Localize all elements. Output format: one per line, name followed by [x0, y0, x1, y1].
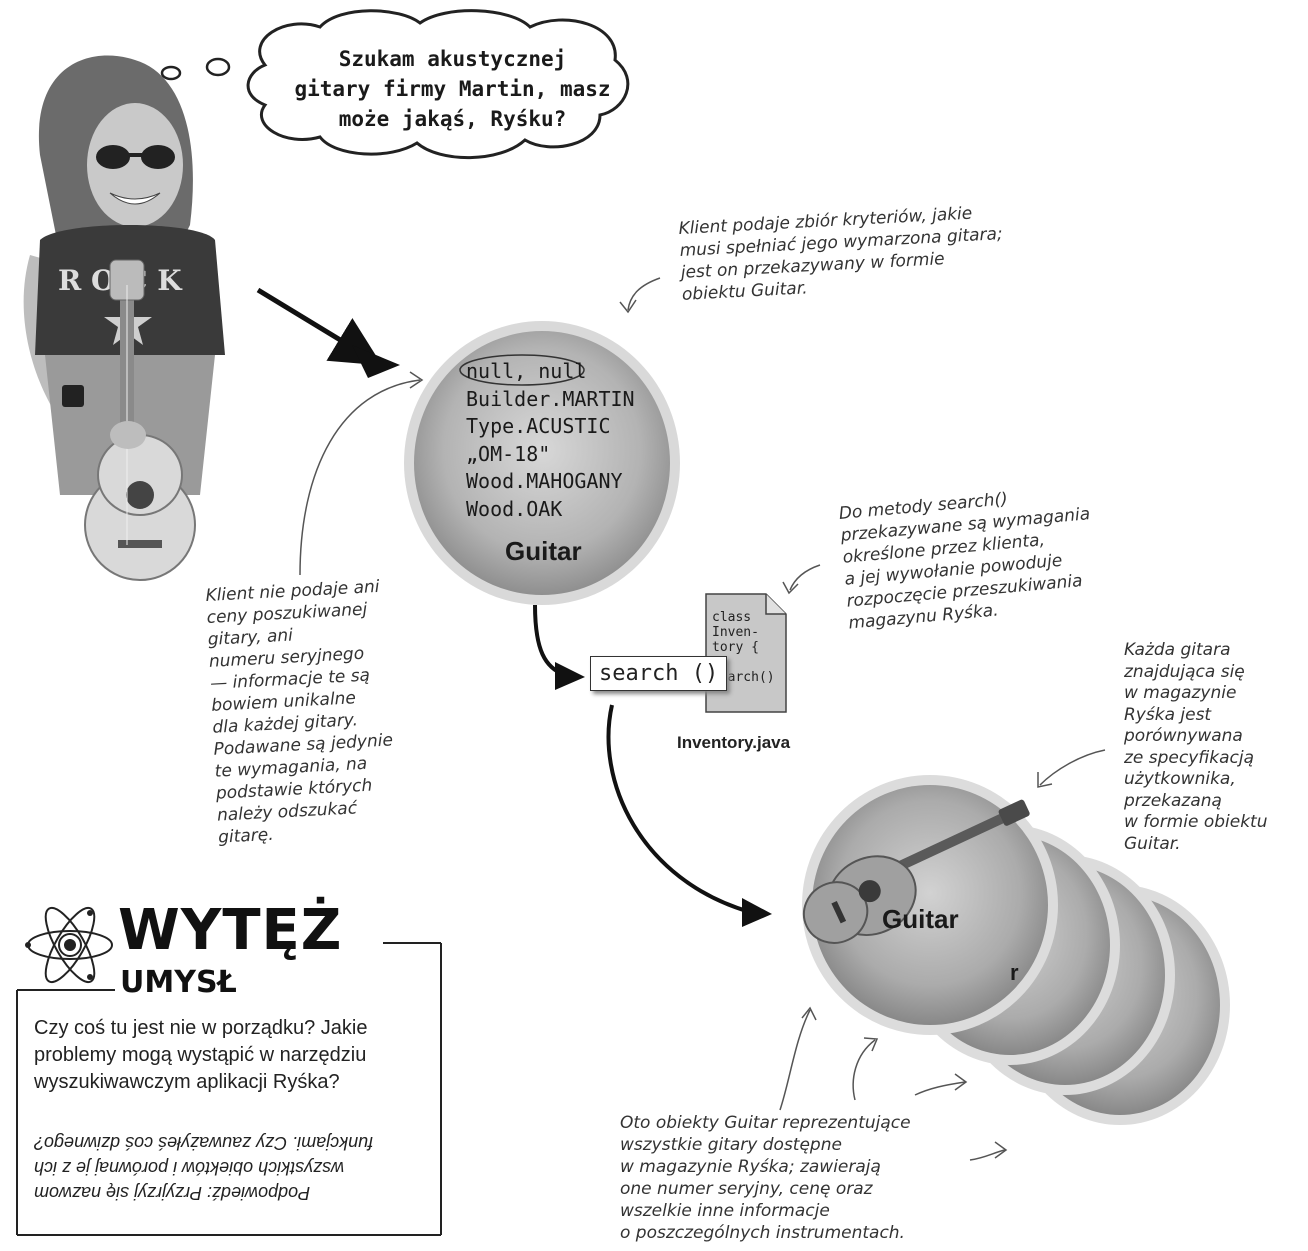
brain-power-subtitle: UMYSŁ: [120, 965, 237, 1000]
guitar-inventory-stack: [802, 775, 1230, 1125]
note-line: one numer seryjny, cenę oraz: [620, 1179, 873, 1199]
spec-line: Builder.MARTIN: [466, 386, 635, 411]
arrow-spec-to-search: [533, 604, 566, 677]
note-line: w magazynie Ryśka; zawierają: [620, 1157, 881, 1177]
girl-with-guitar-illustration: R O C K: [23, 55, 225, 581]
note-line: użytkownika,: [1124, 769, 1236, 789]
spec-line: Wood.MAHOGANY: [466, 469, 623, 493]
code-line: class: [712, 610, 752, 625]
hint-line: wszystkich obiektów i porównaj je z ich: [34, 1158, 345, 1178]
note-line: wszystkie gitary dostępne: [620, 1135, 842, 1155]
hint-line: funkcjami. Czy zauważyłeś coś dziwnego?: [34, 1133, 374, 1153]
note-inventory-objects: Oto obiekty Guitar reprezentujące wszyst…: [620, 1112, 911, 1244]
question-line: problemy mogą wystąpić w narzędziu: [34, 1044, 367, 1066]
spec-line: „OM-18": [466, 441, 551, 466]
note-search-method: Do metody search() przekazywane są wymag…: [838, 481, 1099, 634]
thought-bubble-shape: [160, 9, 630, 160]
inventory-file-label: Inventory.java: [677, 733, 791, 752]
note-line: wszelkie inne informacje: [620, 1201, 830, 1221]
note-line: Oto obiekty Guitar reprezentujące: [620, 1113, 911, 1133]
note-line: o poszczególnych instrumentach.: [620, 1223, 905, 1243]
question-line: Czy coś tu jest nie w porządku? Jakie: [34, 1017, 368, 1039]
guitar-spec-fields: null, null Builder.MARTIN Type.ACUSTIC „…: [466, 358, 635, 523]
note-line: porównywana: [1124, 726, 1243, 746]
guitar-spec-label: Guitar: [505, 536, 582, 566]
note-each-guitar-compared: Każda gitara znajdująca się w magazynie …: [1124, 640, 1268, 855]
note-line: ze specyfikacją: [1124, 747, 1255, 768]
note-line: w formie obiektu: [1124, 812, 1268, 832]
arrow-search-to-stack: [606, 704, 751, 914]
search-method-call: search (): [590, 656, 728, 691]
guitar-spec-plate: [404, 321, 680, 605]
note-line: przekazaną: [1124, 790, 1222, 811]
spec-line: null, null: [466, 359, 587, 383]
brain-power-hint-upside-down: Podpowiedź: Przyjrzyj się nazwom wszystk…: [34, 1130, 434, 1205]
code-line: tory {: [712, 640, 759, 655]
note-line: znajdująca się: [1124, 661, 1245, 682]
code-line: Inven-: [712, 625, 759, 640]
thought-line: Szukam akustycznej: [338, 47, 567, 71]
note-line: Ryśka jest: [1124, 704, 1212, 725]
note-line: Każda gitara: [1124, 640, 1231, 660]
brain-power-title: WYTĘŻ: [118, 898, 343, 963]
acoustic-guitar-icon: [802, 799, 1030, 944]
atom-icon: [25, 906, 113, 984]
thought-line: może jakąś, Ryśku?: [338, 107, 567, 131]
arrow-girl-to-spec: [256, 287, 383, 366]
thought-line: gitary firmy Martin, masz: [294, 77, 611, 101]
spec-line: Wood.OAK: [466, 496, 563, 521]
brain-power-frame: [16, 942, 442, 1236]
note-line: Guitar.: [1124, 833, 1181, 854]
inventory-guitar-label: Guitar: [882, 904, 959, 934]
java-file-code: class Inven- tory { search(): [712, 610, 775, 685]
brain-power-question: Czy coś tu jest nie w porządku? Jakie pr…: [34, 1015, 368, 1096]
spec-line: Type.ACUSTIC: [466, 414, 611, 438]
inventory-guitar-label-partial: r: [1010, 960, 1019, 985]
thought-bubble-text: Szukam akustycznej gitary firmy Martin, …: [280, 44, 625, 134]
question-line: wyszukiwawczym aplikacji Ryśka?: [34, 1071, 340, 1093]
stacked-plate-1: [802, 775, 1058, 1035]
note-line: w magazynie: [1124, 683, 1237, 703]
hint-line: Podpowiedź: Przyjrzyj się nazwom: [34, 1183, 311, 1203]
code-line: search(): [712, 670, 775, 685]
null-highlight-oval: [459, 354, 585, 386]
note-no-price-serial: Klient nie podaje ani ceny poszukiwanej …: [205, 576, 398, 849]
